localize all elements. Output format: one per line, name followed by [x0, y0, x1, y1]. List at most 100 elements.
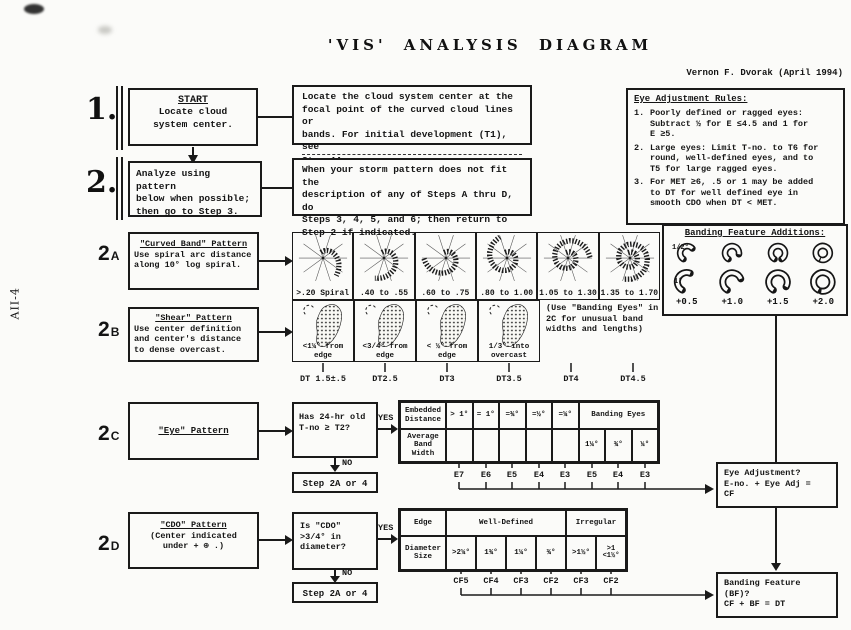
edge-header: Edge — [400, 510, 446, 536]
shear-cell: < ½° from edge — [416, 300, 478, 362]
shear-cell-label: 1/3° into overcast — [488, 343, 530, 360]
row2c-number: 2 — [98, 422, 111, 445]
row2b-letter: B — [110, 325, 120, 339]
step2-number: 2. — [86, 165, 118, 200]
start-label: START — [177, 95, 208, 106]
scan-artifact — [98, 26, 112, 34]
cf-number-label: CF3 — [513, 576, 529, 586]
dt-label: DT3 — [439, 374, 455, 384]
band-width-cell: ¾° — [605, 429, 632, 462]
embedded-distance-table: Embedded Distance > 1° = 1° =¾° =½° =¼° … — [398, 400, 660, 464]
curved-band-cell-label: 1.05 to 1.30 — [539, 289, 597, 298]
banding-spiral-icon — [812, 242, 834, 264]
band-width-cell: 1¼° — [578, 429, 605, 462]
band-width-cell — [472, 429, 499, 462]
curved-band-cell-label: .40 to .55 — [359, 289, 408, 298]
row2b-number: 2 — [98, 318, 111, 341]
banding-ann-top: 1/2° — [672, 244, 689, 252]
curved-band-cell: >.20 Spiral — [292, 232, 354, 300]
curved-band-cell-label: .80 to 1.00 — [480, 289, 534, 298]
step1-number: 1. — [86, 92, 118, 127]
dt-label: DT4.5 — [620, 374, 646, 384]
step1-start-box: START Locate cloud system center. — [128, 88, 258, 146]
average-band-width-header: Average Band Width — [400, 429, 446, 462]
eye-adjustment-rules-box: Eye Adjustment Rules: 1. Poorly defined … — [626, 88, 845, 225]
e-number-label: E7 — [453, 470, 465, 480]
eye-decision-text: Has 24-hr old T-no ≥ T2? — [299, 412, 366, 433]
band-width-cell — [525, 429, 552, 462]
eye-adjustment-result-text: Eye Adjustment? E-no. + Eye Adj = CF — [724, 468, 811, 499]
cf-number-label: CF2 — [543, 576, 559, 586]
banding-spiral-icon — [764, 269, 791, 294]
banding-spiral-row-bottom — [664, 267, 846, 297]
shear-blob-icon — [489, 304, 528, 347]
cdo-title: "CDO" Pattern — [160, 520, 227, 530]
banding-additions-title: Banding Feature Additions: — [684, 228, 826, 238]
cf-number-label: CF3 — [573, 576, 589, 586]
banding-feature-result-box: Banding Feature (BF)? CF + BF = DT — [716, 572, 838, 618]
shear-cell: <1¼° from edge — [292, 300, 354, 362]
row2c-letter: C — [110, 429, 120, 443]
cf-number-label: CF2 — [603, 576, 619, 586]
diameter-size-header: Diameter Size — [400, 536, 446, 570]
shear-cell-label: <1¼° from edge — [302, 343, 344, 360]
cdo-pattern-box: "CDO" Pattern (Center indicated under + … — [128, 512, 259, 569]
e-number-label: E3 — [559, 470, 571, 480]
step-2a-or-4-text: Step 2A or 4 — [302, 589, 368, 599]
curved-band-text: Use spiral arc distance along 10° log sp… — [134, 249, 252, 271]
shear-title: "Shear" Pattern — [155, 313, 232, 323]
diameter-size-cell: 1¼° — [506, 536, 536, 570]
e-number-label: E4 — [612, 470, 624, 480]
irregular-header: Irregular — [566, 510, 626, 536]
e-number-label: E5 — [586, 470, 598, 480]
shear-blob-icon — [427, 304, 466, 347]
curved-band-cell: .40 to .55 — [353, 232, 415, 300]
eye-rule-number: 3. — [634, 177, 645, 187]
step-2a-or-4-text: Step 2A or 4 — [302, 479, 368, 489]
banding-spiral-icon — [673, 269, 694, 294]
eye-rule-text: For MET ≥6, .5 or 1 may be added to DT f… — [650, 177, 814, 208]
band-width-cell — [552, 429, 579, 462]
band-width-cell — [446, 429, 473, 462]
shear-text: Use center definition and center's dista… — [134, 323, 242, 355]
row2c-label: 2C — [98, 422, 119, 446]
shear-pattern-box: "Shear" Pattern Use center definition an… — [128, 307, 259, 362]
curved-band-title: "Curved Band" Pattern — [139, 239, 248, 249]
shear-cell-label: <3/4° from edge — [362, 343, 408, 360]
step2-box: Analyze using pattern below when possibl… — [128, 161, 262, 217]
page-title: 'VIS' ANALYSIS DIAGRAM — [327, 36, 653, 54]
banding-values-row: +0.5 +1.0 +1.5 +2.0 — [664, 297, 846, 307]
diameter-size-cell: >1½° — [566, 536, 596, 570]
banding-spiral-icon — [719, 269, 745, 294]
eye-adjustment-result-box: Eye Adjustment? E-no. + Eye Adj = CF — [716, 462, 838, 508]
shear-strip: <1¼° from edge <3/4° from edge < ½° from… — [292, 300, 540, 362]
row2d-number: 2 — [98, 532, 111, 555]
step-2a-or-4-box: Step 2A or 4 — [292, 472, 378, 493]
dt-label: DT3.5 — [496, 374, 522, 384]
band-width-cell — [499, 429, 526, 462]
embedded-distance-header: Embedded Distance — [400, 402, 446, 429]
banding-eyes-header: Banding Eyes — [578, 402, 658, 429]
cdo-decision-text: Is "CDO" >3/4° in diameter? — [300, 521, 346, 552]
curved-band-cell: .60 to .75 — [414, 232, 476, 300]
diameter-size-cell: 1¾° — [476, 536, 506, 570]
banding-value: +1.5 — [766, 297, 789, 307]
banding-feature-result-text: Banding Feature (BF)? CF + BF = DT — [724, 578, 801, 609]
step2-note-text: When your storm pattern does not fit the… — [302, 164, 513, 238]
row2d-label: 2D — [98, 532, 119, 556]
row2a-number: 2 — [98, 242, 111, 265]
banding-ann-bottom: 1° — [674, 278, 683, 286]
distance-col-header: =¾° — [499, 402, 526, 429]
e-number-label: E4 — [533, 470, 545, 480]
banding-spiral-icon — [810, 269, 836, 295]
band-width-cell: ¼° — [631, 429, 658, 462]
banding-value: +1.0 — [721, 297, 744, 307]
diameter-size-cell: >2¼° — [446, 536, 476, 570]
curved-band-spiral-icon — [482, 234, 532, 282]
row2b-label: 2B — [98, 318, 119, 342]
row2d-letter: D — [110, 539, 120, 553]
yes-label: YES — [378, 413, 394, 423]
eye-rule-number: 2. — [634, 142, 645, 153]
curved-band-spiral-icon — [360, 235, 409, 282]
eye-decision-box: Has 24-hr old T-no ≥ T2? — [292, 402, 378, 458]
